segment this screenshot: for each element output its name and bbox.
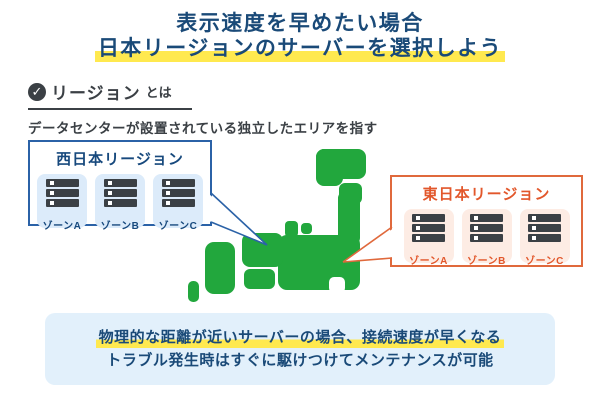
title-line-2-highlight: 日本リージョンのサーバーを選択しよう	[94, 37, 506, 62]
map-block-west-arm	[242, 233, 283, 267]
zone-tile: ゾーンB	[461, 209, 512, 267]
map-block-peninsula-1	[285, 221, 298, 237]
footer-note: 物理的な距離が近いサーバーの場合、接続速度が早くなる トラブル発生時はすぐに駆け…	[45, 313, 555, 385]
map-block-island	[188, 281, 199, 302]
map-block-shikoku	[244, 269, 275, 289]
map-block-hokkaido-lower	[316, 149, 343, 186]
server-icon	[412, 214, 445, 244]
footer-line-1: 物理的な距離が近いサーバーの場合、接続速度が早くなる	[45, 326, 555, 349]
title-line-1: 表示速度を早めたい場合	[176, 12, 424, 35]
west-region-title: 西日本リージョン	[56, 151, 184, 168]
map-bay-notch	[329, 277, 345, 293]
footer-line-2: トラブル発生時はすぐに駆けつけてメンテナンスが可能	[106, 352, 494, 369]
zone-tile: ゾーンA	[37, 174, 87, 232]
map-block-kyushu	[205, 242, 235, 294]
server-icon	[528, 214, 561, 244]
west-region-box: 西日本リージョン ゾーンA ゾーンB ゾーンC	[28, 140, 212, 232]
definition-term: リージョン	[51, 84, 141, 103]
server-icon	[103, 179, 137, 209]
definition-description: データセンターが設置されている独立したエリアを指す	[28, 121, 378, 136]
zone-label: ゾーンB	[467, 256, 506, 267]
region-definition: ✓ リージョン とは データセンターが設置されている独立したエリアを指す	[28, 79, 378, 137]
map-block-peninsula-2	[301, 223, 312, 234]
check-icon: ✓	[28, 82, 46, 101]
zone-tile: ゾーンC	[519, 209, 570, 267]
server-icon	[161, 179, 195, 209]
east-region-box: 東日本リージョン ゾーンA ゾーンB ゾーンC	[390, 175, 583, 267]
zone-label: ゾーンC	[525, 256, 564, 267]
zone-label: ゾーンA	[409, 256, 448, 267]
zone-label: ゾーンA	[42, 221, 82, 232]
east-zone-tiles: ゾーンA ゾーンB ゾーンC	[392, 209, 581, 267]
west-zone-tiles: ゾーンA ゾーンB ゾーンC	[30, 174, 210, 232]
page-title: 表示速度を早めたい場合 日本リージョンのサーバーを選択しよう	[0, 11, 600, 62]
definition-heading: ✓ リージョン とは	[28, 79, 192, 110]
definition-term-suffix: とは	[145, 85, 172, 100]
zone-tile: ゾーンA	[403, 209, 454, 267]
zone-tile: ゾーンB	[95, 174, 145, 232]
east-region-title: 東日本リージョン	[422, 186, 551, 203]
zone-tile: ゾーンC	[153, 174, 203, 232]
zone-label: ゾーンB	[100, 221, 140, 232]
server-icon	[470, 214, 503, 244]
zone-label: ゾーンC	[158, 221, 198, 232]
footer-line-1-highlight: 物理的な距離が近いサーバーの場合、接続速度が早くなる	[95, 329, 505, 348]
server-icon	[45, 179, 79, 209]
title-line-2: 日本リージョンのサーバーを選択しよう	[0, 36, 600, 62]
map-block-honshu	[278, 235, 360, 290]
